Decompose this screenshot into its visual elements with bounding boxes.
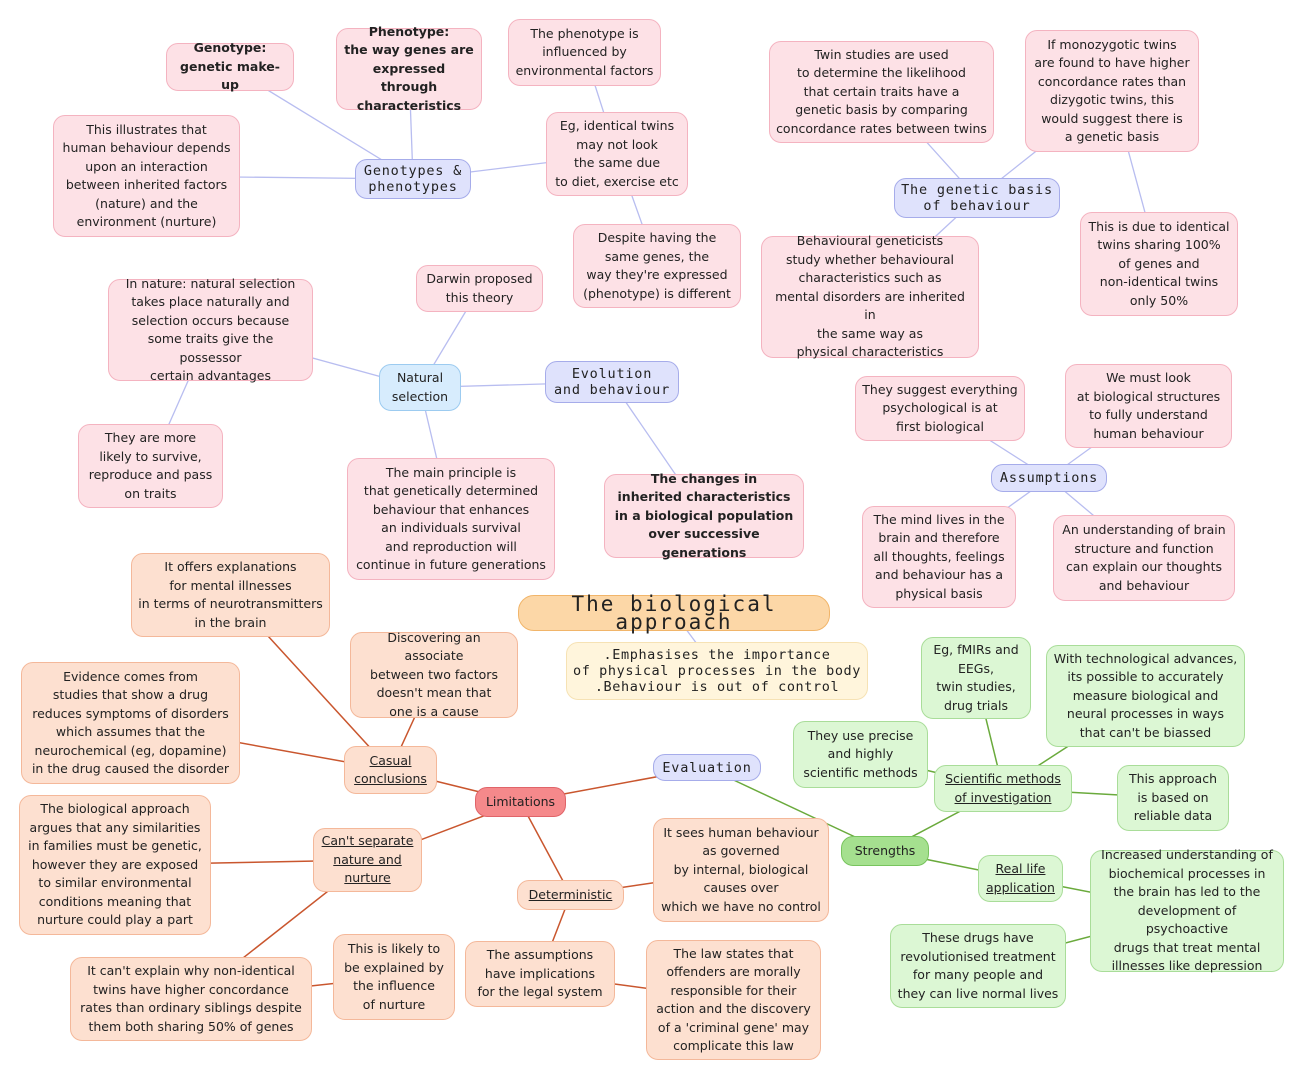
fmri-example: Eg, fMIRs and EEGs, twin studies, drug t… (921, 637, 1031, 719)
limitations-node: Limitations (475, 787, 566, 817)
drugs-note: These drugs have revolutionised treatmen… (890, 924, 1066, 1008)
biological-assumption: They suggest everything psychological is… (855, 376, 1025, 441)
deterministic-node: Deterministic (517, 880, 624, 910)
similarities-note: The biological approach argues that any … (19, 795, 211, 935)
principle-note: The main principle is that genetically d… (347, 458, 555, 580)
same-genes-note: Despite having the same genes, the way t… (573, 224, 741, 308)
cant-separate: Can't separate nature and nurture (313, 828, 422, 892)
genetic-basis-hub: The genetic basis of behaviour (894, 178, 1060, 218)
survive-note: They are more likely to survive, reprodu… (78, 424, 223, 508)
associate-note: Discovering an associate between two fac… (350, 630, 518, 719)
law-note: The law states that offenders are morall… (646, 940, 821, 1060)
connector-limitations-node-deterministic-node (519, 801, 572, 896)
strengths-node: Strengths (841, 836, 929, 866)
biochemical-note: Increased understanding of biochemical p… (1090, 847, 1284, 973)
reliable-note: This approach is based on reliable data (1117, 765, 1229, 831)
twin-studies-note: Twin studies are used to determine the l… (769, 41, 994, 143)
monozygotic-note: If monozygotic twins are found to have h… (1025, 30, 1199, 152)
causal-conclusions: Casual conclusions (344, 746, 437, 794)
genotype-definition: Genotype: genetic make-up (166, 40, 294, 92)
natural-selection-node: Natural selection (379, 364, 461, 411)
phenotype-influence: The phenotype is influenced by environme… (508, 19, 661, 86)
precise-note: They use precise and highly scientific m… (793, 721, 928, 788)
phenotype-definition: Phenotype: the way genes are expressed t… (336, 24, 482, 113)
assumptions-hub: Assumptions (991, 464, 1107, 492)
central-note: .Emphasises the importance of physical p… (566, 642, 868, 700)
geneticists-note: Behavioural geneticists study whether be… (761, 233, 979, 359)
governed-note: It sees human behaviour as governed by i… (653, 818, 829, 922)
neurotransmitters-note: It offers explanations for mental illnes… (131, 553, 330, 637)
interaction-note: This illustrates that human behaviour de… (53, 115, 240, 237)
non-identical-note: It can't explain why non-identical twins… (70, 957, 312, 1041)
scientific-methods: Scientific methods of investigation (934, 765, 1072, 812)
in-nature-note: In nature: natural selection takes place… (108, 276, 313, 383)
likely-note: This is likely to be explained by the in… (333, 934, 455, 1020)
legal-note: The assumptions have implications for th… (465, 941, 615, 1007)
genotypes-phenotypes-hub: Genotypes & phenotypes (355, 159, 471, 199)
real-life-application: Real life application (978, 855, 1063, 902)
structures-assumption: We must look at biological structures to… (1065, 364, 1232, 448)
changes-note: The changes in inherited characteristics… (604, 471, 804, 560)
brain-assumption: An understanding of brain structure and … (1053, 515, 1235, 601)
evidence-note: Evidence comes from studies that show a … (21, 662, 240, 784)
darwin-note: Darwin proposed this theory (416, 265, 543, 312)
technology-note: With technological advances, its possibl… (1046, 645, 1245, 747)
central-topic: The biological approach (518, 593, 830, 633)
evaluation-hub: Evaluation (653, 754, 761, 781)
identical-share-note: This is due to identical twins sharing 1… (1080, 212, 1238, 316)
twins-example: Eg, identical twins may not look the sam… (546, 112, 688, 196)
mind-assumption: The mind lives in the brain and therefor… (862, 506, 1016, 608)
evolution-hub: Evolution and behaviour (545, 361, 679, 403)
